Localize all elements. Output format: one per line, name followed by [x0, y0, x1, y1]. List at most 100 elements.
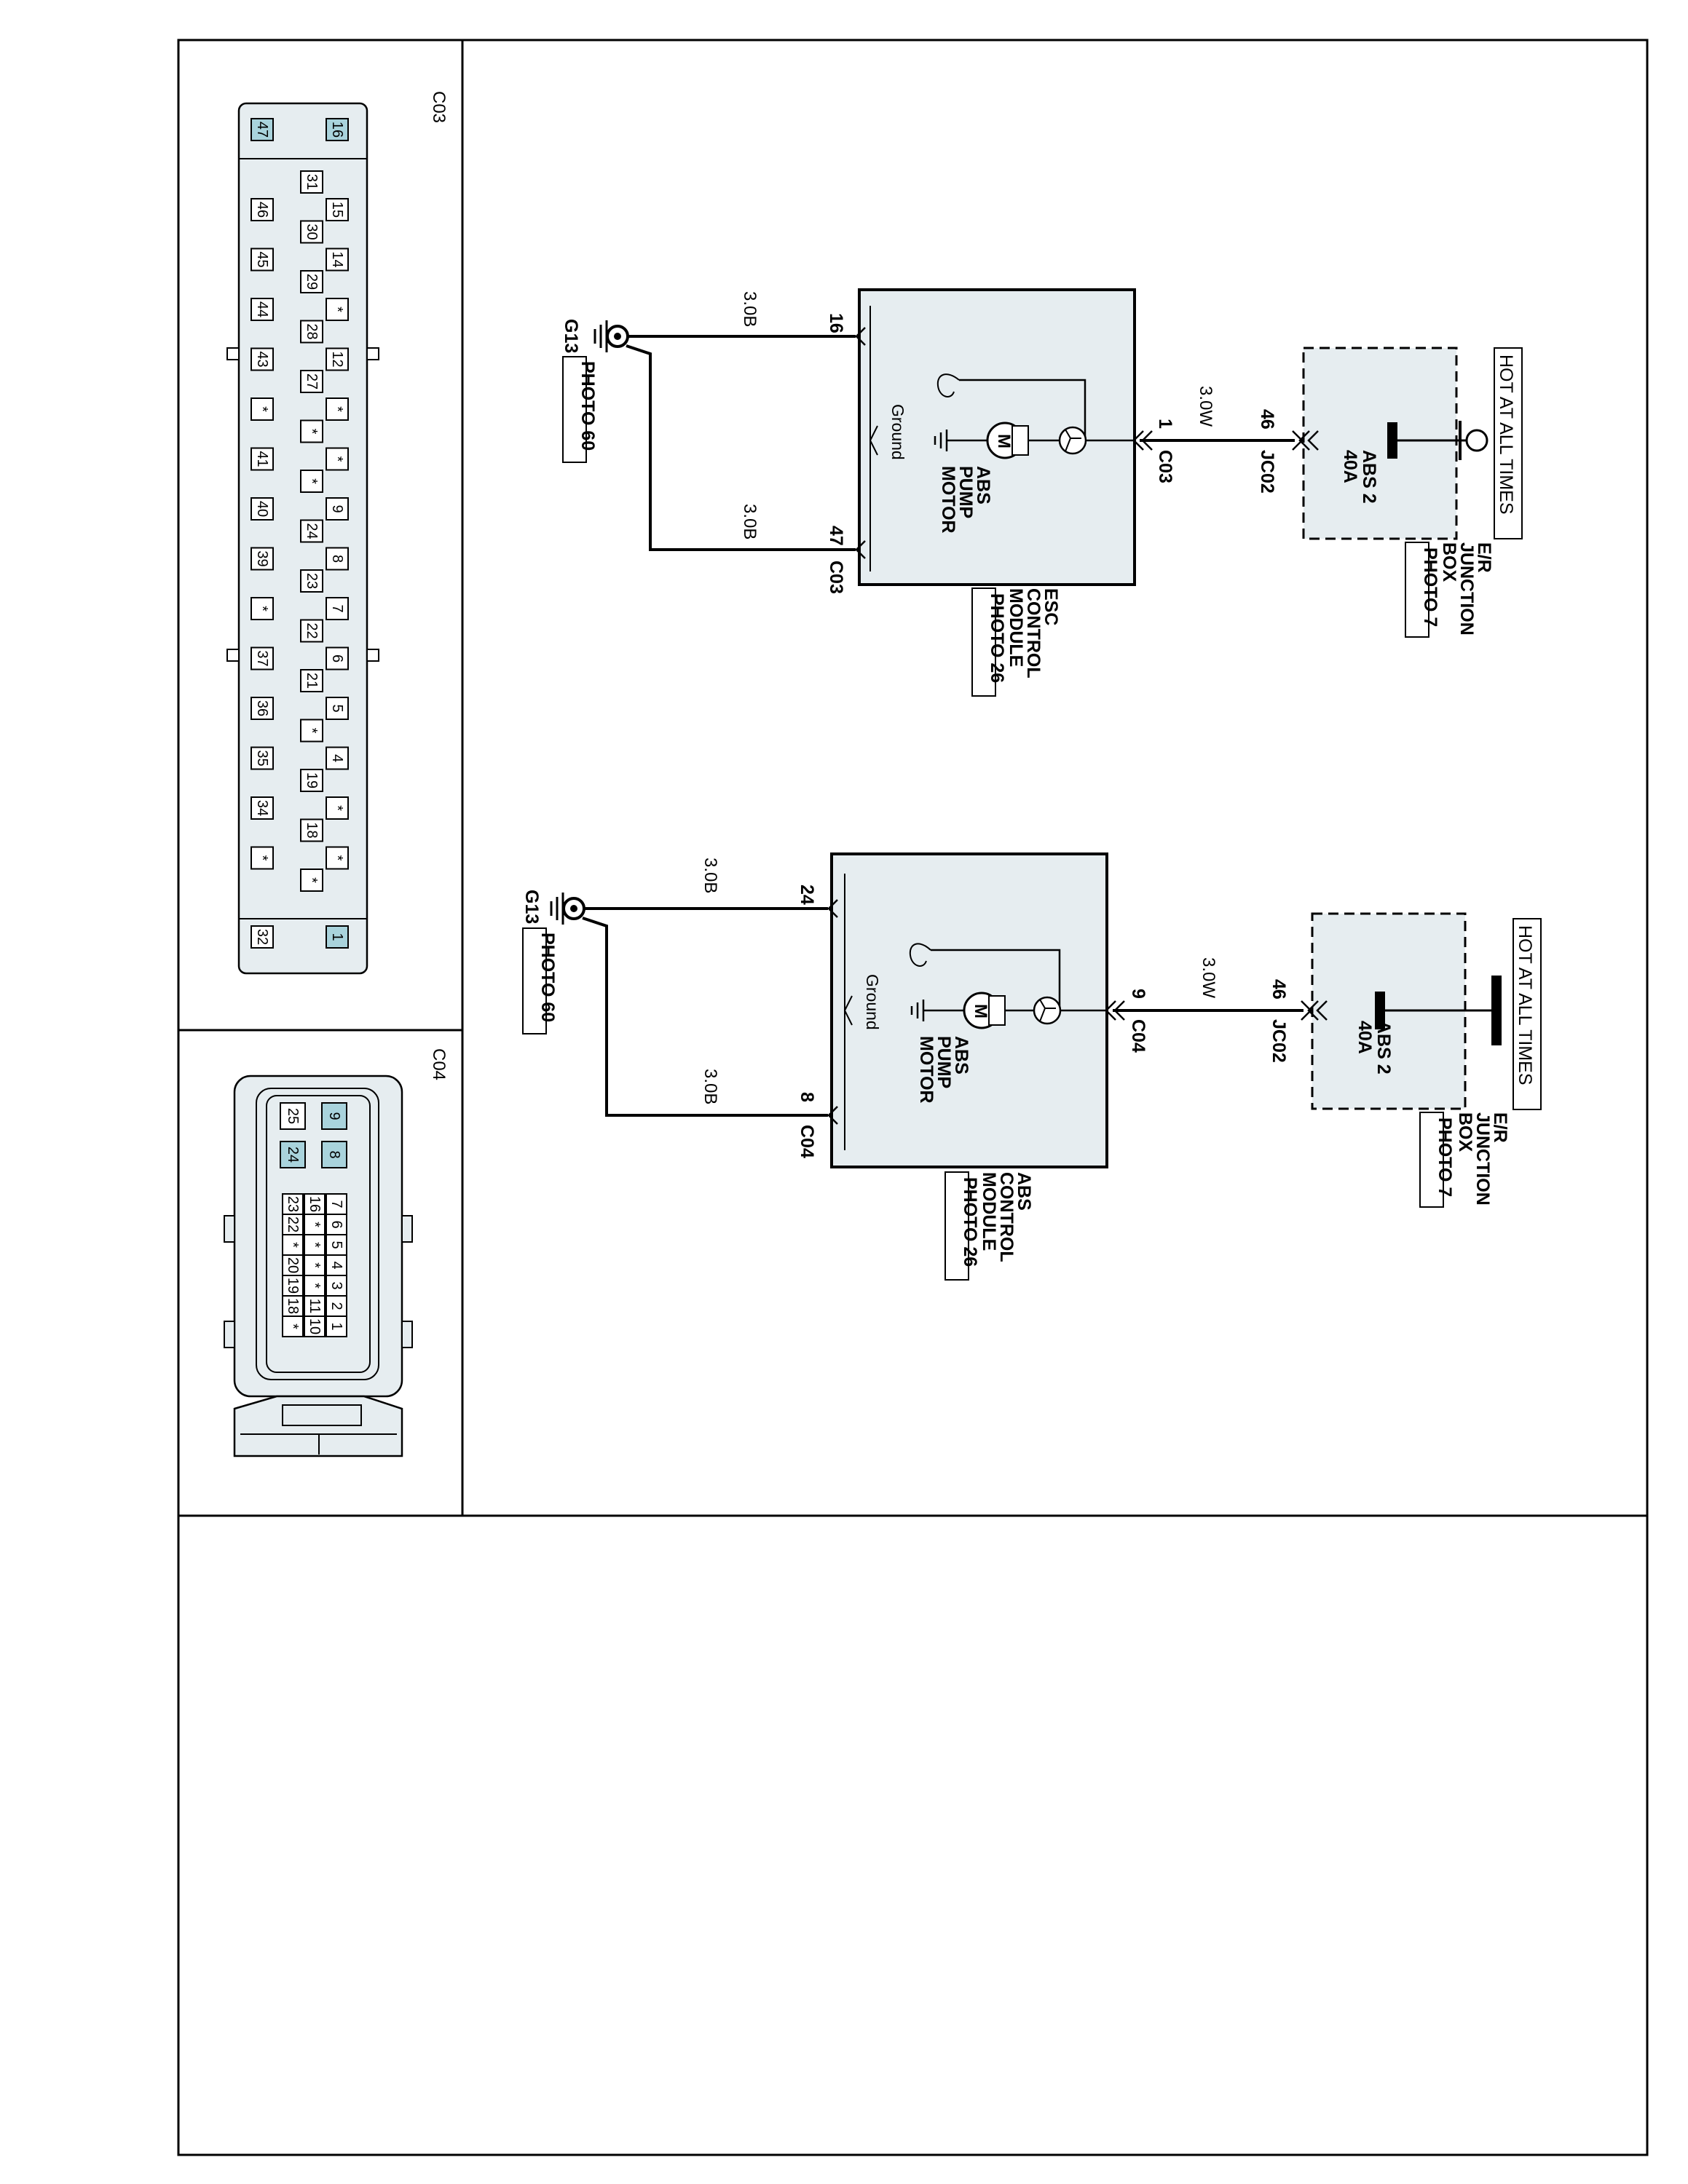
svg-text:MOTOR: MOTOR: [916, 1036, 936, 1104]
c04-pin-label: 11: [307, 1299, 323, 1314]
module-conn-power-esc: C03: [1155, 450, 1175, 483]
c03-pin-label: 15: [329, 202, 345, 218]
wire-power-abs-label: 3.0W: [1199, 957, 1218, 998]
c03-pin-label: 22: [304, 622, 320, 638]
module-name-esc: ESC CONTROL MODULE: [1006, 588, 1061, 678]
c04-pin-label: 1: [328, 1322, 344, 1330]
fuse-esc-icon: [1465, 429, 1488, 452]
c04-pin: [282, 1254, 304, 1276]
c03-pin: [300, 519, 323, 543]
c04-pin-label: 23: [285, 1196, 301, 1212]
c03-pin: [251, 597, 274, 620]
c03-pin-label: 35: [254, 750, 270, 766]
jc-pin-esc: 46: [1257, 409, 1277, 430]
c03-pin-label: *: [254, 855, 270, 861]
c03-pin-label: 8: [329, 555, 345, 563]
c04-pin: [282, 1295, 304, 1317]
c03-pin-label: *: [329, 855, 345, 861]
c03-pin: [251, 298, 274, 321]
fuse-rating-esc: 40A: [1340, 450, 1360, 483]
gnd-pin-esc-a: 16: [826, 313, 846, 333]
c03-pin: [251, 846, 274, 870]
connector-c03-label: C03: [429, 91, 449, 123]
gnd-conn-abs-b: C04: [797, 1125, 817, 1158]
ground-label-abs: Ground: [863, 974, 882, 1030]
wire-gnd-esc-a-label: 3.0B: [740, 291, 760, 327]
c04-pin-label: 3: [328, 1281, 344, 1289]
ground-point-abs: G13: [521, 890, 542, 924]
c03-pin: [326, 447, 349, 471]
module-pin-power-abs: 9: [1128, 989, 1148, 999]
c03-pin: [300, 220, 323, 244]
c04-pin-label: 18: [285, 1298, 301, 1314]
c03-pin-label: *: [329, 805, 345, 811]
ground-point-esc: G13: [561, 319, 581, 353]
c03-pin: [251, 925, 274, 949]
c04-pin: [282, 1315, 304, 1337]
gnd-pin-abs-a: 24: [797, 885, 817, 905]
c04-pin-label: *: [307, 1242, 323, 1248]
gnd-pin-esc-b: 47: [826, 526, 846, 546]
c03-pin-label: *: [329, 306, 345, 312]
c03-pin: [300, 719, 323, 743]
wire-gnd-abs-b: [582, 917, 828, 1117]
c04-pin-label: 4: [328, 1261, 344, 1269]
c03-pin-label: 34: [254, 800, 270, 816]
svg-text:CONTROL: CONTROL: [996, 1172, 1017, 1262]
c03-pin-label: 23: [304, 573, 320, 589]
c03-pin: [300, 320, 323, 344]
c03-pin-label: *: [304, 478, 320, 484]
module-conn-power-abs: C04: [1128, 1019, 1148, 1053]
c03-pin: [251, 118, 274, 141]
c03-pin: [326, 397, 349, 421]
c03-pin-label: *: [329, 406, 345, 412]
svg-text:ABS: ABS: [973, 466, 993, 505]
c03-pin-label: 7: [329, 604, 345, 612]
box-name-esc: E/R JUNCTION BOX: [1439, 542, 1494, 636]
c03-pin-label: 12: [329, 351, 345, 367]
c03-pin: [326, 298, 349, 321]
wire-gnd-esc-b-label: 3.0B: [740, 504, 760, 539]
ground-photo-esc: PHOTO 60: [577, 361, 598, 451]
c03-pin: [326, 846, 349, 870]
svg-text:E/R: E/R: [1474, 542, 1494, 573]
c04-pin: [282, 1234, 304, 1256]
c03-pin: [326, 646, 349, 670]
c03-pin: [300, 669, 323, 692]
c03-pin-label: 19: [304, 772, 320, 788]
box-photo-esc: PHOTO 7: [1420, 547, 1440, 627]
svg-text:MOTOR: MOTOR: [938, 466, 958, 534]
ground-label-esc: Ground: [888, 404, 907, 460]
c04-pin-label: 7: [328, 1200, 344, 1208]
c03-pin-label: 41: [254, 451, 270, 467]
c04-pin: [304, 1315, 326, 1337]
transistor-esc-icon: [1058, 426, 1087, 455]
c03-pin-label: 36: [254, 700, 270, 716]
c03-pin: [251, 248, 274, 272]
c04-pin-label: *: [307, 1262, 323, 1268]
c03-pin: [300, 818, 323, 842]
c04-pin-label: *: [307, 1283, 323, 1289]
c03-pin: [300, 470, 323, 493]
c04-pin: [321, 1141, 347, 1168]
motor-label-abs: ABS PUMP MOTOR: [916, 1036, 971, 1104]
c04-pin-label: 24: [285, 1147, 301, 1163]
svg-text:PUMP: PUMP: [934, 1036, 954, 1088]
module-photo-abs: PHOTO 26: [960, 1177, 980, 1267]
circuit-abs: HOT AT ALL TIMES ABS 2 40A E/R JUNCTION …: [521, 852, 1542, 1281]
jc-name-abs: JC02: [1269, 1019, 1289, 1063]
c03-pin-label: 44: [254, 301, 270, 317]
c03-pin-label: *: [304, 429, 320, 435]
c03-pin-label: 24: [304, 523, 320, 539]
svg-text:PUMP: PUMP: [955, 466, 976, 518]
c04-pin-label: 5: [328, 1241, 344, 1249]
c04-pin-label: 16: [307, 1196, 323, 1212]
page-frame: [177, 39, 1649, 2156]
c03-pin-label: 47: [254, 122, 270, 138]
c03-pin: [300, 619, 323, 643]
c03-pin-label: 29: [304, 274, 320, 290]
c03-pin-label: 21: [304, 673, 320, 689]
c03-pin-label: 39: [254, 550, 270, 566]
fuse-name-abs: ABS 2: [1373, 1021, 1394, 1075]
